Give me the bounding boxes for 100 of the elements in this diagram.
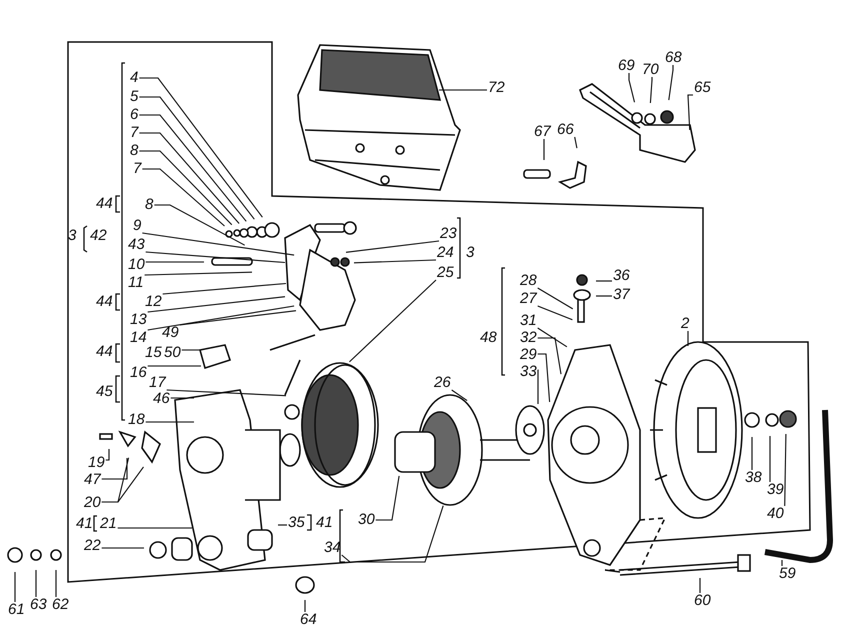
callout-number: 13 — [130, 312, 147, 327]
leader-line — [170, 397, 194, 399]
callout-number: 34 — [324, 540, 341, 555]
callout-number: 67 — [534, 124, 551, 139]
leader-line — [35, 570, 37, 597]
callout-number: 11 — [128, 275, 144, 290]
leader-line — [537, 288, 574, 310]
callout-number: 62 — [52, 597, 69, 612]
leader-line — [144, 272, 252, 276]
leader-line — [349, 280, 436, 362]
leader-line — [14, 572, 16, 602]
leader-line — [146, 251, 286, 264]
callout-number: 36 — [613, 268, 630, 283]
leader-line — [346, 240, 440, 253]
leader-line — [781, 560, 783, 566]
leader-line — [106, 449, 110, 461]
callout-number: 69 — [618, 58, 635, 73]
callout-number: 31 — [520, 313, 537, 328]
callout-number: 2 — [681, 316, 690, 331]
leader-line — [142, 232, 294, 256]
callout-number: 15 — [145, 345, 162, 360]
leader-line — [182, 349, 200, 351]
leader-line — [451, 390, 468, 402]
callout-number: 37 — [613, 287, 630, 302]
callout-number: 29 — [520, 347, 537, 362]
callout-number: 50 — [164, 345, 181, 360]
leader-line — [538, 353, 550, 402]
leader-line — [180, 310, 296, 326]
callout-number: 4 — [130, 70, 138, 85]
leader-line — [784, 434, 786, 506]
leader-line — [537, 328, 568, 348]
callout-number: 5 — [130, 89, 138, 104]
leader-line — [596, 280, 612, 282]
callout-number: 66 — [557, 122, 574, 137]
leader-line — [574, 136, 578, 148]
callout-number: 25 — [437, 265, 454, 280]
leader-line — [439, 89, 487, 91]
leader-line — [376, 476, 400, 521]
callout-number: 30 — [358, 512, 375, 527]
leader-line — [139, 77, 263, 218]
callout-number: 8 — [145, 197, 154, 212]
callout-number: 12 — [145, 294, 162, 309]
callout-number: 47 — [84, 472, 101, 487]
callout-number: 59 — [779, 566, 796, 581]
callout-number: 32 — [520, 330, 537, 345]
callout-number: 70 — [642, 62, 659, 77]
callout-number: 64 — [300, 612, 317, 627]
leader-line — [139, 114, 247, 222]
leader-line — [278, 524, 287, 526]
callout-number: 33 — [520, 364, 537, 379]
callout-number: 22 — [84, 538, 101, 553]
callout-number: 44 — [96, 294, 113, 309]
leader-line — [699, 578, 701, 593]
leader-line — [687, 331, 689, 346]
callout-number: 24 — [437, 245, 454, 260]
leader-line — [55, 570, 57, 597]
callout-number: 63 — [30, 597, 47, 612]
callout-number: 45 — [96, 384, 113, 399]
callout-number: 3 — [68, 228, 76, 243]
callout-number: 41 — [76, 516, 93, 531]
callout-number: 44 — [96, 344, 113, 359]
leader-line — [354, 259, 436, 264]
callout-number: 41 — [316, 515, 333, 530]
leader-line — [148, 305, 294, 331]
callout-number: 28 — [520, 273, 537, 288]
callout-number: 7 — [130, 125, 138, 140]
leader-line — [146, 421, 194, 423]
leader-line — [139, 96, 255, 220]
leader-line — [650, 77, 653, 104]
callout-number: 10 — [128, 257, 145, 272]
leader-line — [148, 296, 286, 313]
callout-number: 23 — [440, 226, 457, 241]
callout-number: 19 — [88, 455, 105, 470]
callout-number: 20 — [84, 495, 101, 510]
callout-number: 18 — [128, 412, 145, 427]
callout-number: 17 — [149, 375, 166, 390]
leader-line — [139, 150, 232, 226]
leader-line — [537, 369, 539, 404]
leader-line — [769, 436, 771, 482]
leader-line — [118, 527, 192, 529]
callout-number: 61 — [8, 602, 25, 617]
callout-number: 9 — [133, 218, 142, 233]
callout-number: 16 — [130, 365, 147, 380]
callout-number: 43 — [128, 237, 145, 252]
leader-line — [102, 458, 128, 480]
callout-number: 21 — [100, 516, 117, 531]
callout-number: 42 — [90, 228, 107, 243]
callout-number: 46 — [153, 391, 170, 406]
leader-line — [596, 295, 612, 297]
leader-line — [751, 437, 753, 470]
callout-number: 27 — [520, 291, 537, 306]
callout-number: 38 — [745, 470, 762, 485]
callout-number: 40 — [767, 506, 784, 521]
leader-line — [304, 600, 306, 612]
leader-line — [543, 139, 545, 160]
callout-number: 39 — [767, 482, 784, 497]
callout-number: 3 — [466, 245, 474, 260]
callout-number: 35 — [288, 515, 305, 530]
callout-number: 44 — [96, 196, 113, 211]
callout-number: 68 — [665, 50, 682, 65]
